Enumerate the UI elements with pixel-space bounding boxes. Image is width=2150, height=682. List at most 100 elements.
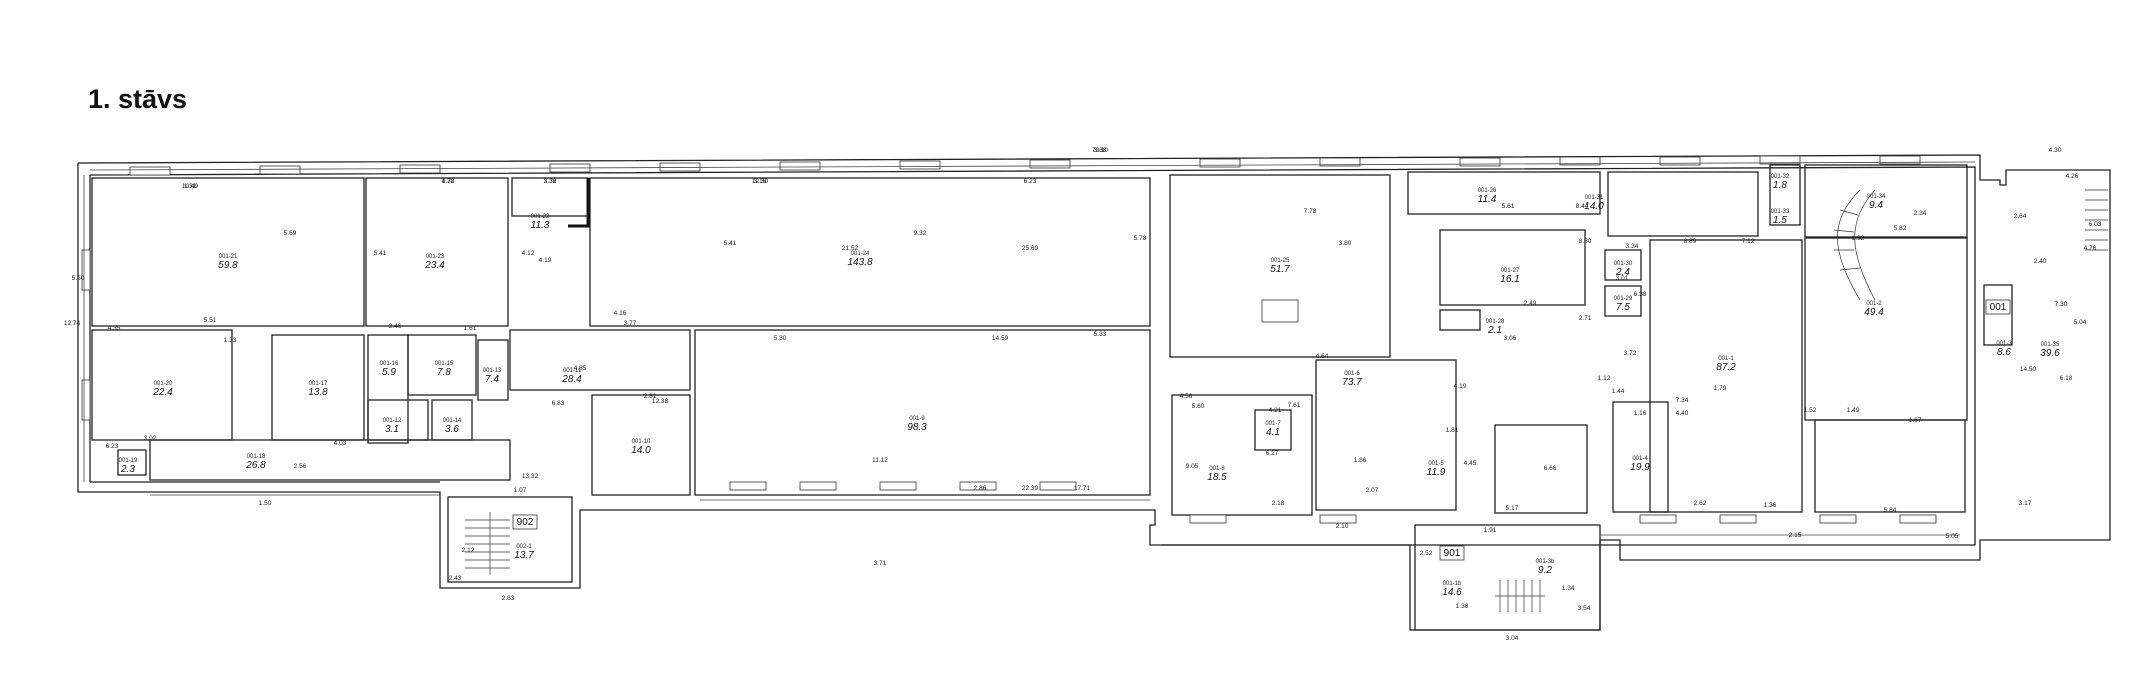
room-001-34: 001-349.4 [1867,194,1886,211]
dimension-label: 6.83 [552,400,565,407]
room-001-1: 001-187.2 [1716,356,1736,373]
stair-label-box [1985,299,2011,315]
room-id: 001-21 [219,254,238,260]
room-id: 001-8 [1209,466,1225,472]
dimension-label: 1.78 [442,178,455,185]
room-id: 001-3 [1996,341,2012,347]
stair-curved [1833,189,1876,301]
room-id: 001-33 [1771,209,1790,215]
dimension-label: 2.18 [1272,500,1285,507]
room-001-5: 001-511.9 [1427,461,1446,478]
stair-901 [1495,580,1545,612]
dimension-label: 8.89 [1684,238,1697,245]
room-area: 14.6 [1442,587,1462,598]
dimension-label: 5.41 [724,240,737,247]
dimension-label: 5.04 [2074,319,2087,326]
dimension-label: 6.18 [2060,375,2073,382]
dimension-label: 4.56 [1180,393,1193,400]
dimension-label: 73.10 [1092,147,1109,154]
dimension-label: 3.71 [874,560,887,567]
dimension-label: 5.41 [374,250,387,257]
dimension-label: 4.76 [2084,245,2097,252]
room-area: 1.5 [1773,215,1787,226]
dimension-label: 5.82 [1894,225,1907,232]
dimension-label: 1.31 [184,183,197,190]
room-001-7: 001-74.1 [1265,421,1281,438]
room-001-2: 001-249.4 [1864,301,1884,318]
room-area: 73.7 [1342,377,1362,388]
room-id: 001-24 [851,251,870,257]
dimension-label: 7.61 [1288,402,1301,409]
windows [81,155,1937,524]
dimension-label: 4.30 [2049,147,2062,154]
room-001-16: 001-165.9 [380,361,399,378]
room-id: 002-1 [516,544,532,550]
dimension-label: 2.71 [1579,315,1592,322]
room-area: 16.1 [1500,274,1519,285]
room-area: 13.8 [308,387,328,398]
room-001-13: 001-137.4 [483,368,502,385]
dimension-label: 6.23 [106,443,119,450]
dimension-label: 3.34 [1626,243,1639,250]
room-id: 001-6 [1344,371,1360,377]
dimension-label: 3.36 [544,178,557,185]
dimension-label: 3.77 [624,320,637,327]
room-area: 98.3 [907,422,927,433]
dimension-label: 5.17 [1506,505,1519,512]
room-area: 11.9 [1427,467,1446,478]
dimension-label: 2.43 [449,575,462,582]
room-001-29: 001-297.5 [1614,296,1633,313]
room-area: 5.9 [382,367,396,378]
dimension-label: 1.34 [1562,585,1575,592]
room-area: 51.7 [1270,264,1290,275]
stair-902 [465,512,510,575]
room-area: 59.8 [218,260,238,271]
dimension-label: 1.38 [1456,603,1469,610]
room-id: 001-30 [1614,261,1633,267]
room-id: 001-10 [632,439,651,445]
dimension-label: 4.12 [522,250,535,257]
room-id: 001-13 [483,368,502,374]
dimension-label: 5.33 [1094,331,1107,338]
room-001-3: 001-38.6 [1996,341,2012,358]
dimension-label: 14.50 [2020,366,2037,373]
room-area: 7.4 [485,374,499,385]
room-id: 001-7 [1265,421,1281,427]
dimension-label: 22.39 [1022,485,1039,492]
room-id: 001-22 [531,214,550,220]
room-id: 001-16 [380,361,399,367]
room-area: 11.4 [1478,194,1497,205]
room-id: 001-34 [1867,194,1886,200]
room-area: 1.8 [1773,180,1787,191]
room-001-32: 001-321.8 [1771,174,1790,191]
dimension-label: 1.16 [1634,410,1647,417]
room-area: 39.6 [2040,348,2060,359]
dimension-label: 4.64 [1316,353,1329,360]
room-id: 001-19 [119,458,138,464]
room-id: 001-18 [247,454,266,460]
dimension-label: 1.50 [259,500,272,507]
room-area: 2.3 [120,464,135,475]
room-area: 14.0 [1584,201,1604,212]
dimension-label: 5.30 [774,335,787,342]
room-001-15: 001-157.8 [435,361,454,378]
room-id: 001-5 [1428,461,1444,467]
dimension-label: 3.04 [1506,635,1519,642]
dimension-label: 2.40 [2034,258,2047,265]
room-id: 001-14 [443,418,462,424]
dimension-label: 4.19 [539,257,552,264]
room-walls-west [91,177,1151,583]
room-id: 001-31 [1585,195,1604,201]
room-001-3b: 001-3b9.2 [1536,559,1555,576]
dimension-label: 12.30 [752,178,769,185]
dimension-label: 1.86 [1354,457,1367,464]
room-id: 001-12 [383,418,402,424]
dimension-label: 17.71 [1074,485,1091,492]
room-id: 001-17 [309,381,328,387]
